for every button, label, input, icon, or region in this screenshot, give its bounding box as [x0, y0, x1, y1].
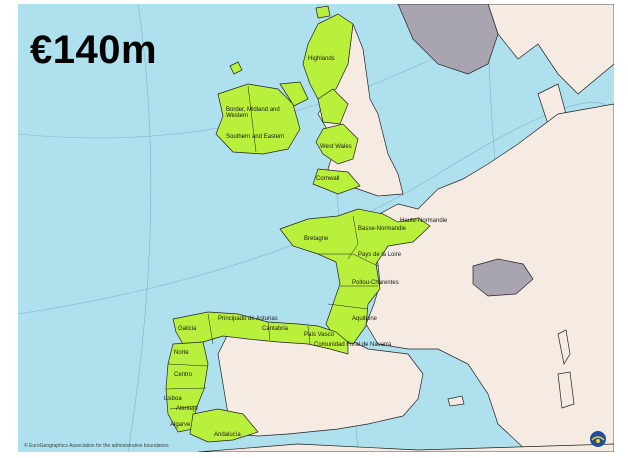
region-label-alentejo: Alentejo	[176, 406, 198, 412]
region-label-navarra: Comunidad Foral de Navarra	[314, 342, 392, 348]
funding-amount: €140m	[30, 28, 158, 72]
programme-area	[165, 5, 431, 443]
region-label-southern-eastern: Southern and Eastern	[226, 134, 285, 140]
region-label-border-midland: Border, Midland and Western	[226, 107, 280, 119]
region-label-asturias: Principado de Asturias	[218, 316, 278, 322]
map: Highlands Border, Midland and Western So…	[18, 4, 614, 452]
region-label-haute-normandie: Haute-Normandie	[400, 218, 448, 224]
map-canvas	[18, 4, 614, 452]
copyright-notice: © EuroGeographics Association for the ad…	[24, 443, 169, 449]
region-label-wales: West Wales	[320, 144, 352, 150]
region-label-cornwall: Cornwall	[316, 176, 340, 182]
region-borders	[165, 85, 379, 410]
norway	[397, 4, 499, 75]
region-label-galicia: Galicia	[178, 326, 197, 332]
region-label-basse-normandie: Basse-Normandie	[358, 226, 407, 232]
region-label-cantabria: Cantabria	[262, 326, 289, 332]
region-label-aquitaine: Aquitaine	[352, 316, 378, 322]
region-label-pays-de-la-loire: Pays de la Loire	[358, 252, 402, 258]
region-label-lisboa: Lisboa	[164, 396, 182, 402]
region-label-pais-vasco: País Vasco	[304, 332, 334, 338]
switzerland	[472, 258, 534, 297]
region-label-poitou-charentes: Poitou-Charentes	[352, 280, 399, 286]
region-label-bretagne: Bretagne	[304, 236, 329, 242]
eu-regio-logo-icon	[590, 431, 606, 447]
region-label-algarve: Algarve	[170, 422, 191, 428]
region-label-norte: Norte	[174, 350, 189, 356]
region-label-highlands: Highlands	[308, 56, 335, 62]
region-label-centro: Centro	[174, 372, 193, 378]
region-label-andalucia: Andalucía	[214, 432, 241, 438]
